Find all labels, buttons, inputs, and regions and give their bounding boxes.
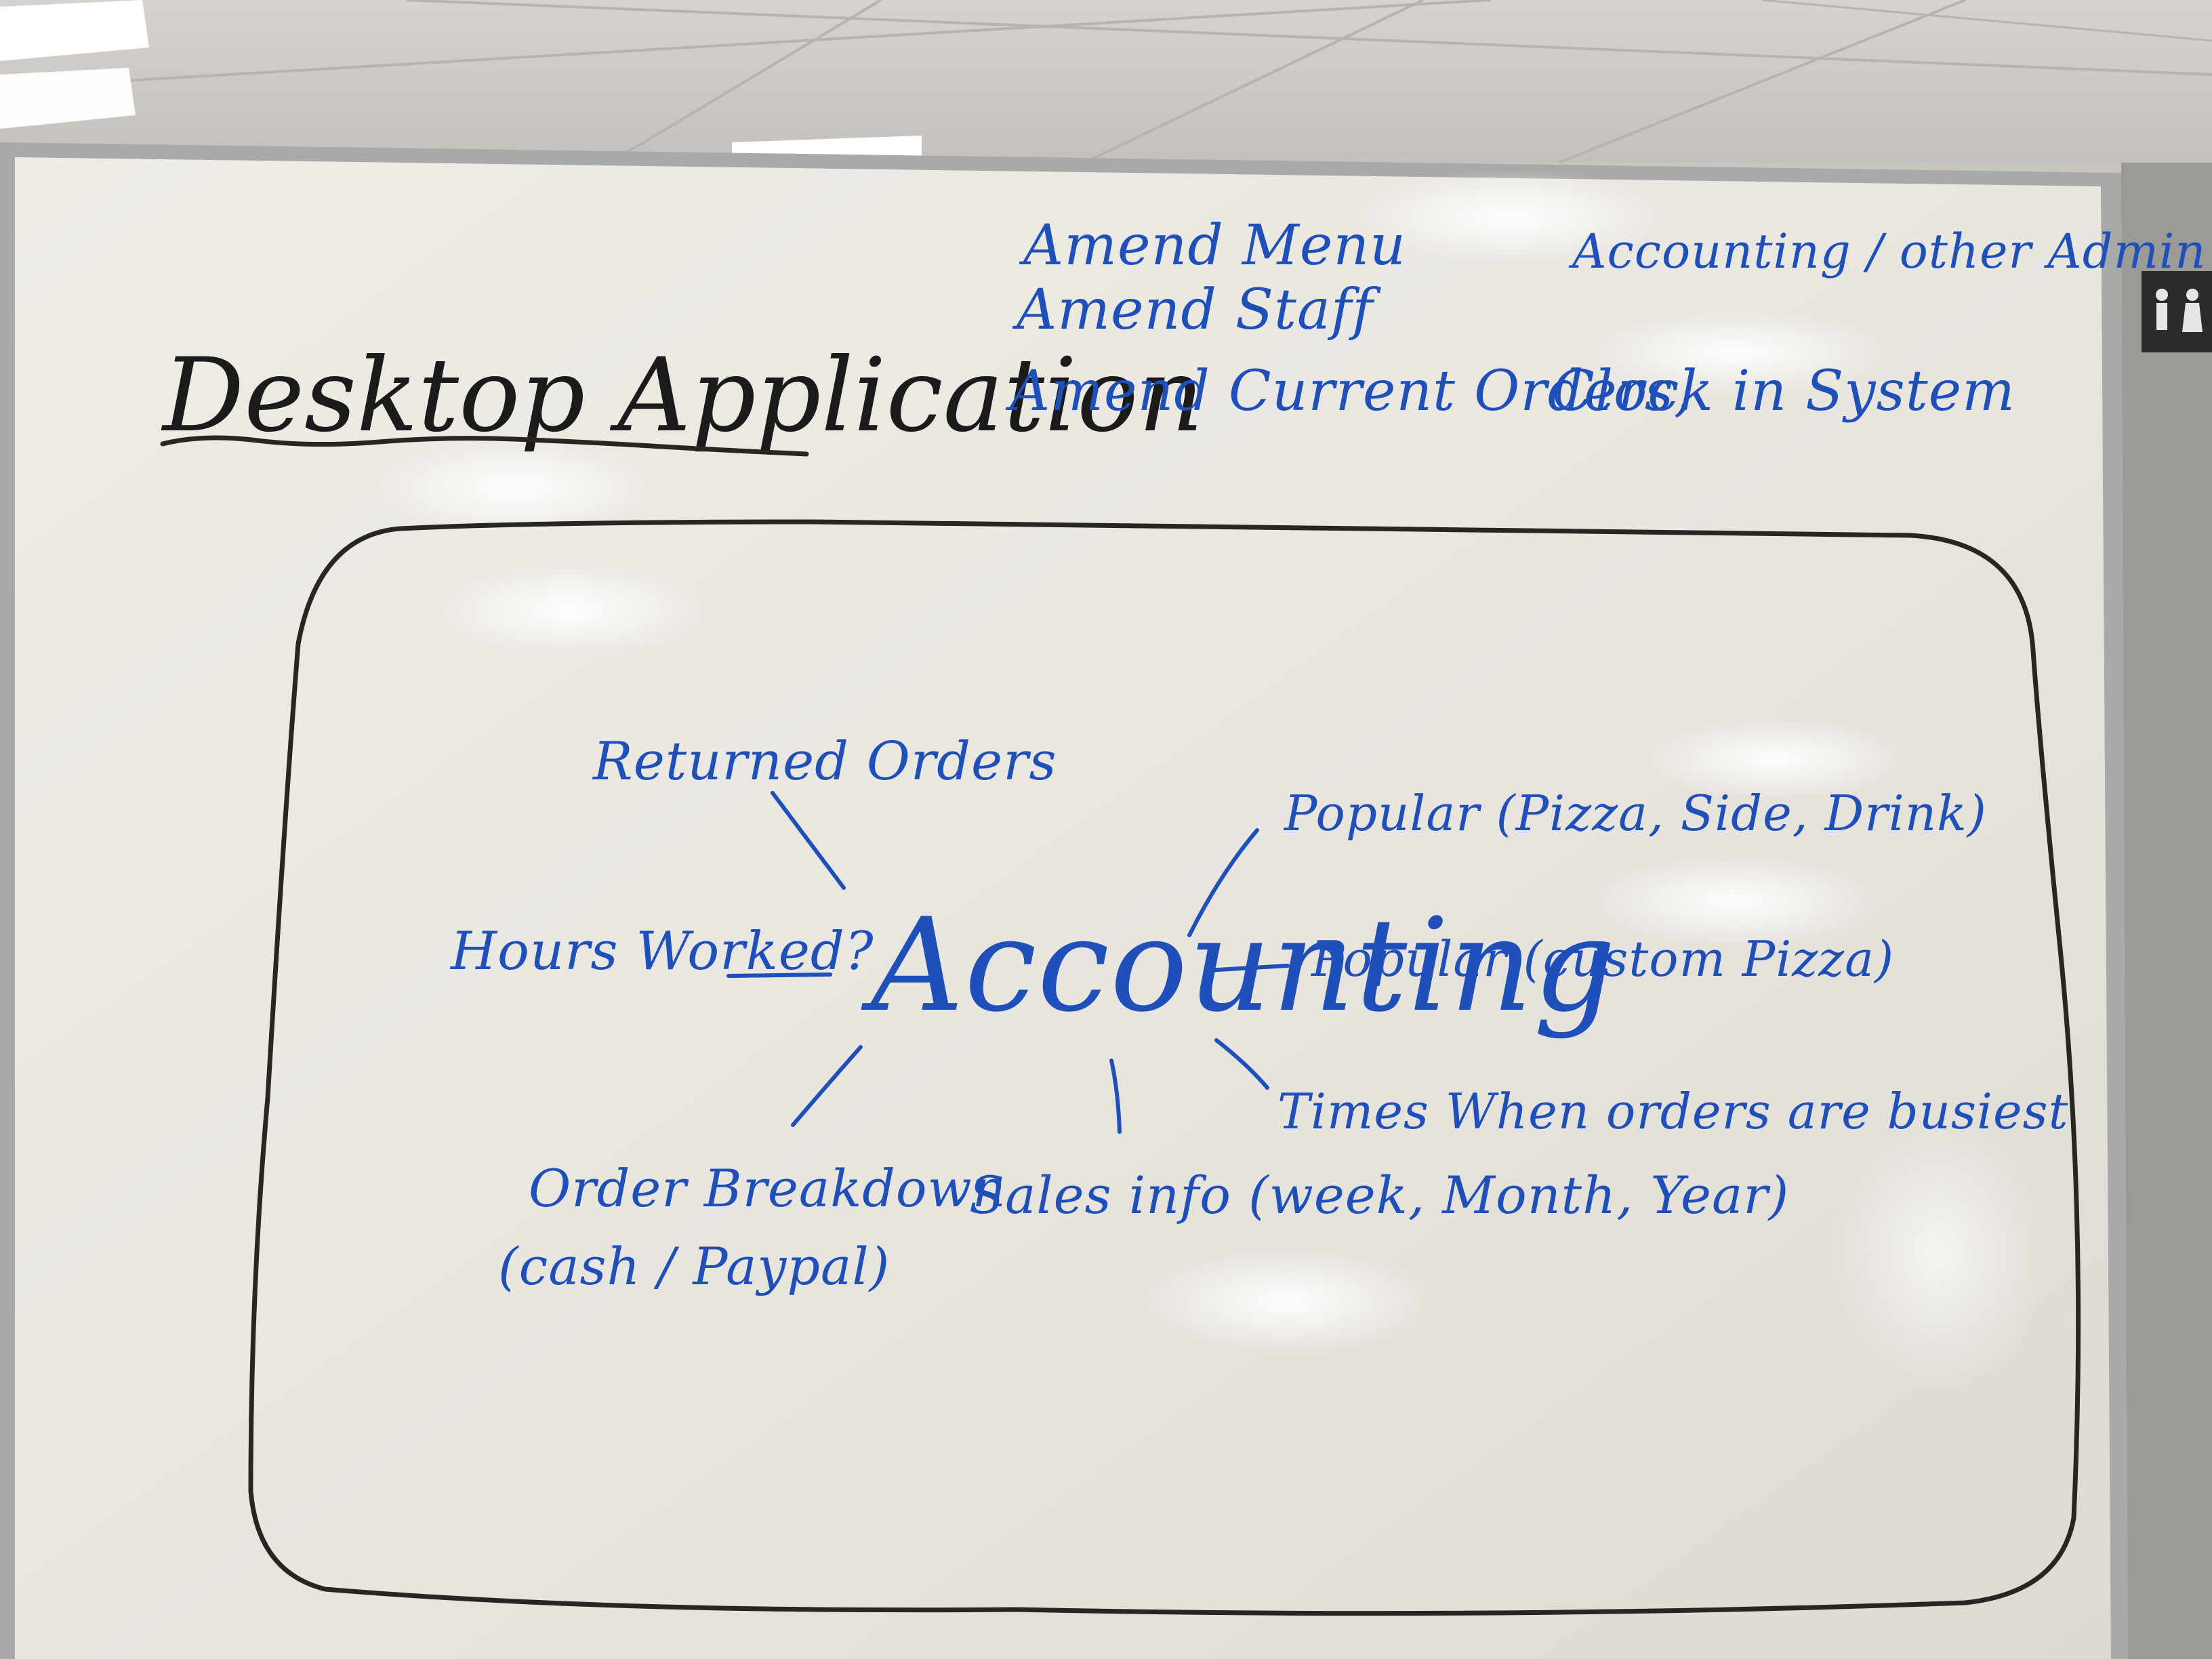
ceiling-light [0, 0, 149, 61]
mindmap-border [248, 519, 2081, 1616]
branch-popular-items: Popular (Pizza, Side, Drink) [1283, 785, 1987, 842]
top-item-amend-menu: Amend Menu [1019, 213, 1406, 278]
branch-hours-worked: Hours Worked? [449, 921, 874, 982]
center-node: Accounting [861, 890, 1616, 1040]
ceiling-light [0, 68, 136, 129]
board-title: Desktop Application [160, 337, 1204, 457]
branch-busiest-times: Times When orders are busiest [1277, 1083, 2069, 1140]
branch-cash-paypal: (cash / Paypal) [498, 1236, 890, 1296]
ceiling [0, 0, 2212, 164]
top-items: Amend Menu Amend Staff Amend Current Ord… [1005, 213, 2206, 424]
branch-returned-orders: Returned Orders [592, 731, 1057, 792]
top-item-amend-current-orders: Amend Current Orders, [1005, 359, 1692, 424]
connector-lines [726, 791, 1290, 1134]
top-item-amend-staff: Amend Staff [1012, 278, 1381, 342]
top-item-accounting-admin: Accounting / other Admin [1568, 224, 2206, 279]
branch-order-breakdown: Order Breakdown [529, 1158, 1006, 1218]
branch-labels: Returned Orders Hours Worked? Order Brea… [449, 731, 2069, 1296]
title-text: Desktop Application [161, 337, 1204, 455]
restroom-sign-icon [2156, 289, 2203, 332]
top-item-clock-in-system: Clock in System [1552, 359, 2015, 424]
branch-sales-info: Sales info (week, Month, Year) [969, 1165, 1789, 1225]
branch-popular-custom: Popular (custom Pizza) [1310, 930, 1894, 987]
